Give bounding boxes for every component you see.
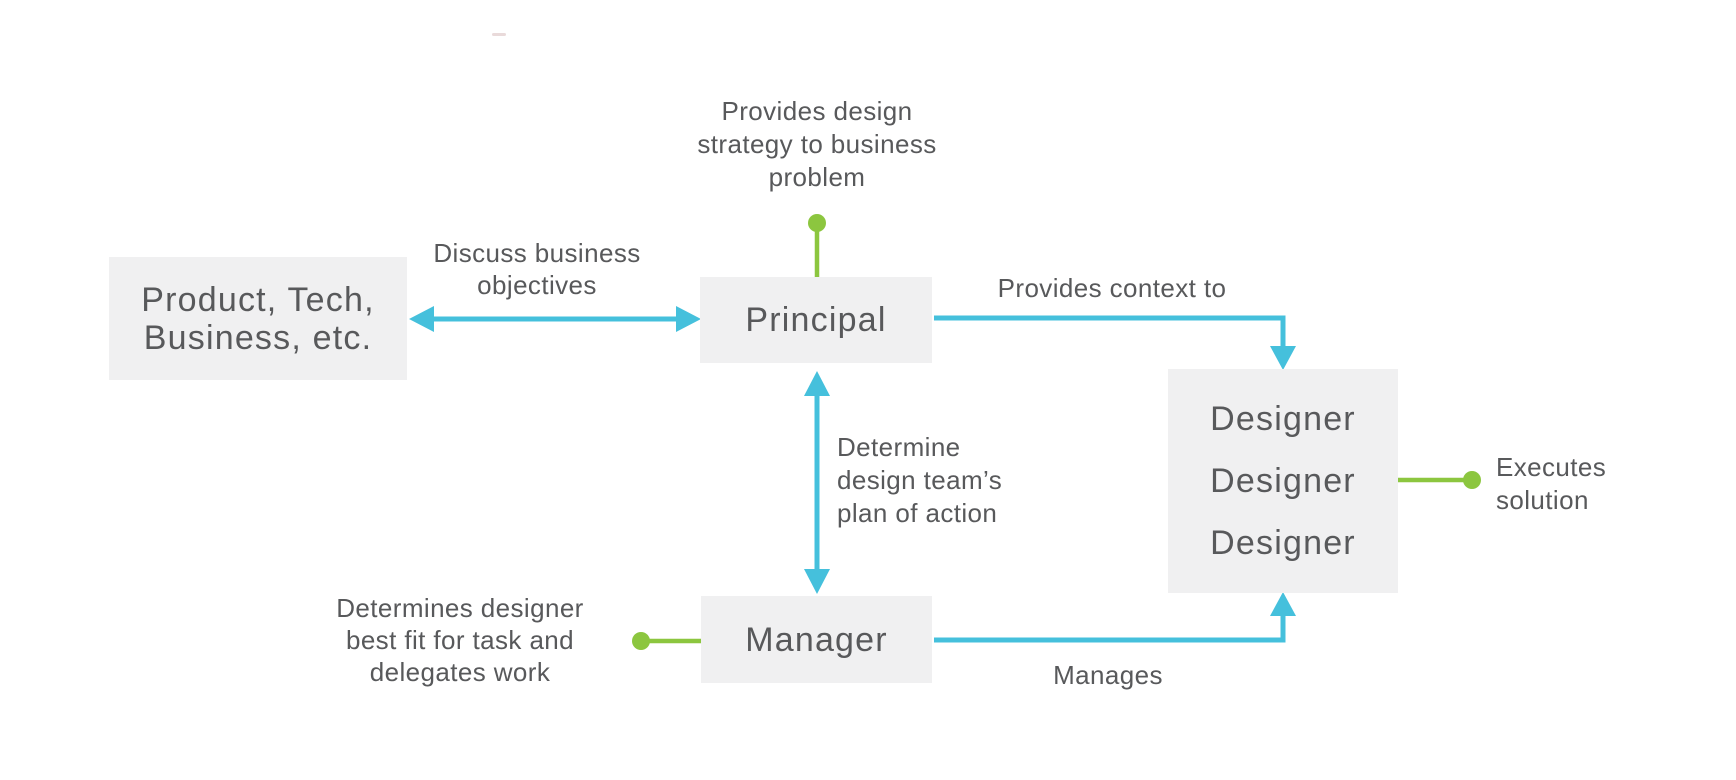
execute-connector (1398, 471, 1481, 489)
annotation-design-strategy-line1: Provides design (721, 96, 913, 126)
annotation-executes-solution-line2: solution (1496, 485, 1589, 515)
annotation-provides-context: Provides context to (997, 273, 1227, 303)
node-manager-label: Manager (745, 620, 888, 659)
node-principal: Principal (700, 277, 932, 363)
annotation-design-strategy-line3: problem (768, 162, 866, 192)
node-designer-label-3: Designer (1210, 524, 1356, 562)
annotation-executes-solution-line1: Executes (1496, 452, 1607, 482)
stray-mark (492, 33, 506, 36)
node-principal-label: Principal (745, 301, 887, 339)
delegate-connector (632, 632, 701, 650)
annotation-design-strategy-line2: strategy to business (697, 129, 937, 159)
annotation-executes-solution: Executes solution (1496, 451, 1606, 517)
annotation-plan-of-action-line3: plan of action (837, 498, 998, 528)
annotation-delegates-work: Determines designer best fit for task an… (336, 592, 584, 688)
node-stakeholders-label-line1: Product, Tech, (141, 280, 375, 319)
node-designers: Designer Designer Designer (1168, 369, 1398, 593)
node-stakeholders-label-line2: Business, etc. (143, 318, 373, 357)
annotation-discuss-objectives-line1: Discuss business (433, 238, 641, 268)
annotation-manages: Manages (1053, 660, 1163, 690)
strategy-connector (808, 214, 826, 277)
manages-arrow (934, 592, 1296, 643)
annotation-design-strategy: Provides design strategy to business pro… (697, 95, 936, 194)
node-designer-label-2: Designer (1210, 462, 1356, 500)
node-manager: Manager (701, 596, 932, 683)
annotation-delegates-work-line1: Determines designer (336, 593, 584, 623)
discuss-arrow (409, 306, 701, 332)
node-designer-label-1: Designer (1210, 400, 1356, 438)
annotation-plan-of-action-line1: Determine (837, 432, 961, 462)
node-stakeholders: Product, Tech, Business, etc. (109, 257, 407, 380)
annotation-discuss-objectives-line2: objectives (477, 270, 597, 300)
context-arrow (934, 315, 1296, 370)
annotation-plan-of-action-line2: design team’s (837, 465, 1003, 495)
annotation-delegates-work-line2: best fit for task and (345, 625, 575, 655)
annotation-discuss-objectives: Discuss business objectives (433, 237, 640, 301)
annotation-delegates-work-line3: delegates work (369, 657, 551, 687)
plan-arrow (804, 371, 830, 594)
annotation-plan-of-action: Determine design team’s plan of action (837, 431, 1002, 530)
